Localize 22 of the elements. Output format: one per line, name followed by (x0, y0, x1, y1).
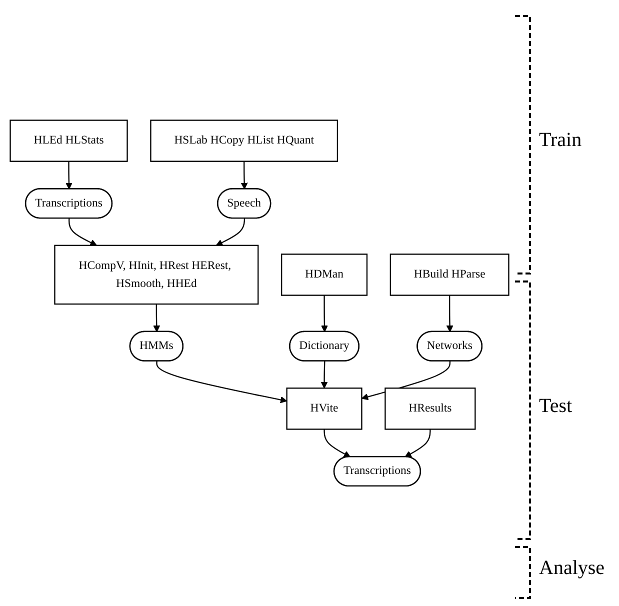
node-box (286, 387, 362, 430)
arrow (156, 361, 288, 404)
arrow (66, 161, 72, 190)
phase-label: Train (539, 129, 582, 152)
node-box (390, 254, 510, 296)
arrow (240, 161, 248, 190)
node-box (280, 254, 368, 296)
node-box (150, 120, 338, 162)
arrow (153, 304, 160, 332)
arrow (321, 295, 328, 332)
arrow (446, 295, 454, 332)
node-box (384, 387, 476, 430)
flowchart-drawing: HLEd HLStats HSLab HCopy HList HQuant Transcriptions Speech HCompV, HInit, HRest HERest, HSmooth, HHEd HMMs HDMan Dictionary HVite Networks Transcriptions HBuild HParse HResults (4, 114, 515, 492)
arrow (320, 361, 328, 388)
arrow (404, 429, 431, 458)
node-box (10, 120, 128, 162)
arrow (68, 218, 97, 246)
phase-label: Test (539, 394, 572, 418)
node-box (54, 244, 259, 305)
arrow (324, 429, 351, 458)
phase-label: Analyse (539, 557, 605, 580)
arrow (216, 218, 246, 246)
